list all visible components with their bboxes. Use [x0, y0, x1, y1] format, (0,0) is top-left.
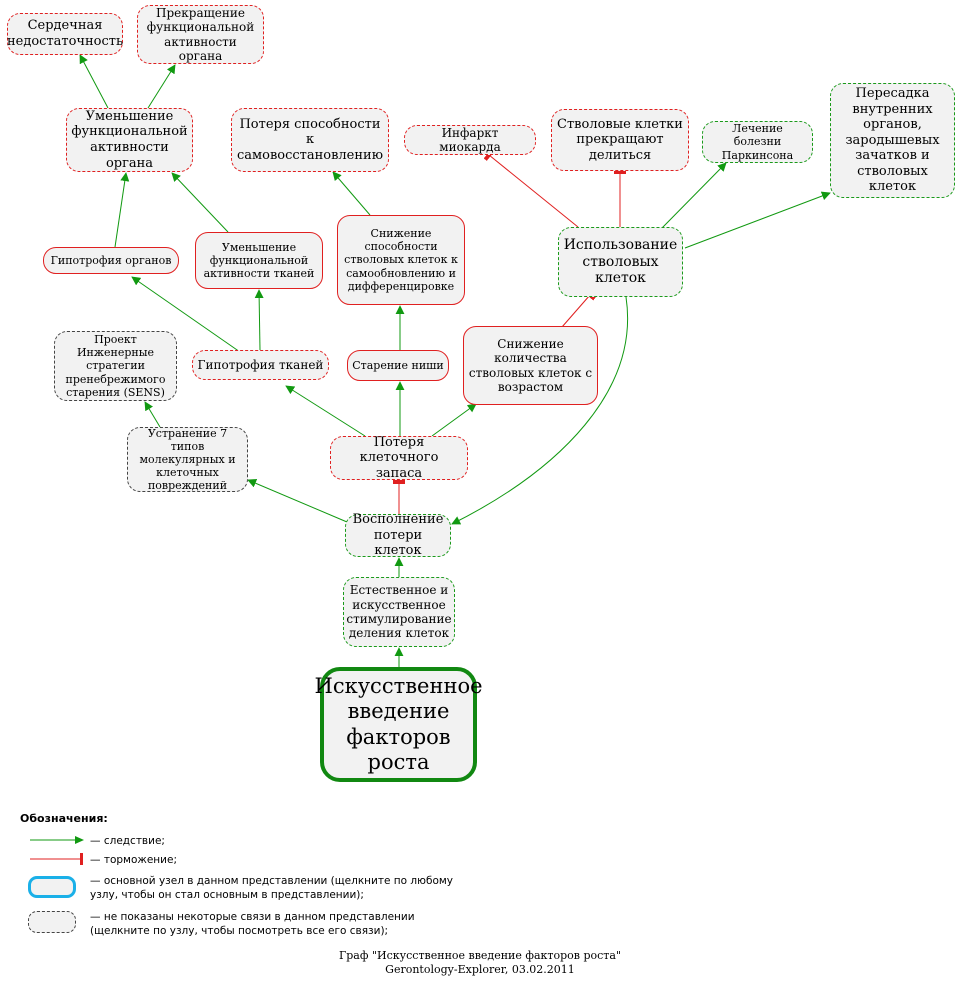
caption-title: Граф "Искусственное введение факторов ро…: [338, 949, 622, 962]
node-reduce-stem-ability[interactable]: Снижение способности стволовых клеток к …: [337, 215, 465, 305]
node-fix-damage[interactable]: Устранение 7 типов молекулярных и клеточ…: [127, 427, 248, 492]
node-stimulation[interactable]: Естественное и искусственное стимулирова…: [343, 577, 455, 647]
edge-reduce-organ-to-stop-function: [147, 64, 176, 109]
edge-use-stem-to-transplant: [684, 191, 831, 249]
legend-main-node-swatch: [28, 876, 76, 898]
node-heart-failure[interactable]: Сердечная недостаточность: [7, 13, 123, 55]
edge-organ-hypo-to-reduce-organ: [114, 172, 130, 248]
node-reduce-organ[interactable]: Уменьшение функциональной активности орг…: [66, 108, 193, 172]
node-niche-aging[interactable]: Старение ниши: [347, 350, 449, 381]
node-growth-factors[interactable]: Искусственное введение факторов роста: [315, 667, 483, 782]
node-cell-loss[interactable]: Потеря клеточного запаса: [330, 435, 468, 481]
caption-source: Gerontology-Explorer, 03.02.2011: [385, 963, 575, 977]
node-transplant[interactable]: Пересадка внутренних органов, зародышевы…: [830, 83, 955, 198]
edge-use-stem-inhibits-infarction: [483, 149, 579, 228]
legend-inhibition-tbar: [30, 853, 83, 865]
edge-reduce-tissue-to-reduce-organ: [171, 172, 229, 233]
legend-consequence-label: — следствие;: [90, 835, 165, 847]
node-stem-decline[interactable]: Снижение количества стволовых клеток с в…: [463, 326, 598, 405]
node-infarction[interactable]: Инфаркт миокарда: [404, 125, 536, 155]
edge-replenish-to-fix-damage: [247, 479, 348, 523]
graph-caption: Граф "Искусственное введение факторов ро…: [0, 949, 960, 978]
node-reduce-tissue[interactable]: Уменьшение функциональной активности тка…: [195, 232, 323, 289]
edge-tissue-hypo-to-organ-hypo: [131, 276, 241, 353]
node-stop-function[interactable]: Прекращение функциональной активности ор…: [137, 5, 264, 64]
edge-stem-decline-inhibits-use-stem: [561, 289, 596, 328]
node-tissue-hypo[interactable]: Гипотрофия тканей: [192, 350, 329, 380]
edge-tissue-hypo-to-reduce-tissue: [254, 289, 264, 351]
legend-consequence-arrow: [30, 836, 84, 844]
node-sens[interactable]: Проект Инженерные стратегии пренебрежимо…: [54, 331, 177, 401]
edge-cell-loss-to-tissue-hypo: [285, 385, 366, 437]
legend-hidden-links-label: — не показаны некоторые связи в данном п…: [90, 911, 415, 938]
node-organ-hypo[interactable]: Гипотрофия органов: [43, 247, 179, 274]
legend-hidden-links-swatch: [28, 911, 76, 933]
edge-use-stem-to-replenish: [451, 296, 628, 525]
node-replenish[interactable]: Восполнение потери клеток: [345, 512, 451, 558]
node-lose-regen[interactable]: Потеря способности к самовосстановлению: [231, 108, 389, 172]
legend-title: Обозначения:: [20, 812, 108, 825]
edge-reduce-organ-to-heart-failure: [79, 54, 109, 109]
node-parkinson[interactable]: Лечение болезни Паркинсона: [702, 121, 813, 163]
legend-inhibition-label: — торможение;: [90, 854, 177, 866]
node-stem-stop[interactable]: Стволовые клетки прекращают делиться: [551, 109, 689, 171]
edge-fix-damage-to-sens: [144, 401, 161, 428]
node-use-stem[interactable]: Использование стволовых клеток: [558, 227, 683, 297]
edge-reduce-stem-ability-to-lose-regen: [332, 171, 371, 216]
edge-use-stem-to-parkinson: [661, 162, 727, 229]
edge-cell-loss-to-stem-decline: [431, 403, 477, 437]
legend-main-node-label: — основной узел в данном представлении (…: [90, 875, 453, 902]
